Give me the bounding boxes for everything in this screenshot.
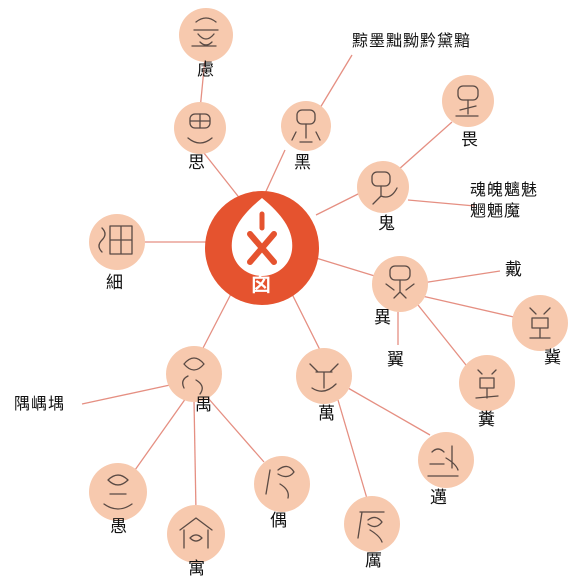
label-hei: 黑 xyxy=(294,153,311,173)
link-center-yu xyxy=(201,289,234,351)
node-ji-wish xyxy=(459,355,515,411)
label-yu-fool: 愚 xyxy=(110,517,127,537)
link-yu-list xyxy=(81,384,171,405)
derivatives-gui-line2: 魍魎魔 xyxy=(470,201,522,220)
link-wan-li xyxy=(337,399,369,503)
node-ji-hope xyxy=(512,295,568,351)
link-si-lu xyxy=(199,57,206,111)
node-xi xyxy=(89,214,145,270)
glyph-yu-fool-icon xyxy=(103,474,133,510)
label-wei: 畏 xyxy=(461,130,478,150)
link-gui-list xyxy=(407,199,476,207)
node-lu xyxy=(179,8,233,62)
glyph-yu-icon xyxy=(182,357,205,395)
label-gui: 鬼 xyxy=(378,214,395,234)
label-yu: 禺 xyxy=(195,395,212,415)
link-yi-dai xyxy=(421,270,501,284)
link-center-wan xyxy=(289,289,321,351)
glyph-si-icon xyxy=(187,113,213,144)
center-emblem-icon xyxy=(231,198,293,276)
link-center-yi xyxy=(315,257,379,278)
glyph-mai-icon xyxy=(427,445,459,477)
label-wan: 萬 xyxy=(318,404,335,424)
center-emblem-cross-icon xyxy=(247,231,277,265)
link-wan-mai xyxy=(347,387,431,436)
derivatives-hei: 黥墨黜黝黔黛黯 xyxy=(352,31,472,50)
glyph-yi-icon xyxy=(385,265,415,299)
glyph-xi-icon xyxy=(98,225,133,255)
link-yi-ji-wish xyxy=(417,304,471,371)
derivatives-yu: 隅嵎堣 xyxy=(14,394,66,413)
glyph-hei-icon xyxy=(291,109,321,143)
glyph-lu-icon xyxy=(191,17,219,47)
link-yu-yu-lodge xyxy=(193,399,197,513)
label-yu-lodge: 寓 xyxy=(188,559,205,579)
glyph-gui-icon xyxy=(371,171,398,205)
oracle-glyphs xyxy=(98,17,551,549)
label-ou: 偶 xyxy=(270,511,287,531)
center-label: 囟 xyxy=(251,272,271,296)
connector-lines xyxy=(81,54,519,513)
link-center-si xyxy=(199,147,246,206)
center-node xyxy=(205,191,319,305)
label-lu: 慮 xyxy=(197,60,214,80)
label-ji-hope: 冀 xyxy=(544,348,561,368)
glyph-ji-hope-icon xyxy=(529,307,551,339)
label-dai: 戴 xyxy=(505,260,522,280)
glyph-wan-icon xyxy=(309,363,339,392)
link-yi-ji-hope xyxy=(421,295,519,319)
label-mai: 邁 xyxy=(430,488,447,508)
node-ou xyxy=(254,456,310,512)
link-yu-ou xyxy=(207,397,265,463)
glyph-ou-icon xyxy=(265,465,295,499)
node-mai xyxy=(418,432,474,488)
label-ji-wish: 糞 xyxy=(478,410,495,430)
label-yi: 異 xyxy=(374,308,391,328)
node-yu xyxy=(166,346,222,402)
link-yu-yu-fool xyxy=(134,397,187,471)
node-gui xyxy=(357,161,409,213)
glyph-ji-wish-icon xyxy=(475,369,499,399)
glyph-yu-lodge-icon xyxy=(179,517,213,549)
link-center-gui xyxy=(315,191,363,216)
node-yu-lodge xyxy=(167,505,225,563)
glyph-wei-icon xyxy=(455,85,479,117)
node-li xyxy=(344,496,400,552)
derivatives-gui-line1: 魂魄魑魅 xyxy=(470,180,539,199)
link-hei-list xyxy=(319,54,353,109)
label-li: 厲 xyxy=(365,551,382,571)
label-xi: 細 xyxy=(106,273,123,293)
node-circles xyxy=(89,8,568,563)
label-yi-wing: 翼 xyxy=(387,350,404,370)
node-yu-fool xyxy=(89,463,147,521)
glyph-li-icon xyxy=(357,511,385,543)
link-gui-wei xyxy=(397,121,453,171)
label-si: 思 xyxy=(188,153,205,173)
